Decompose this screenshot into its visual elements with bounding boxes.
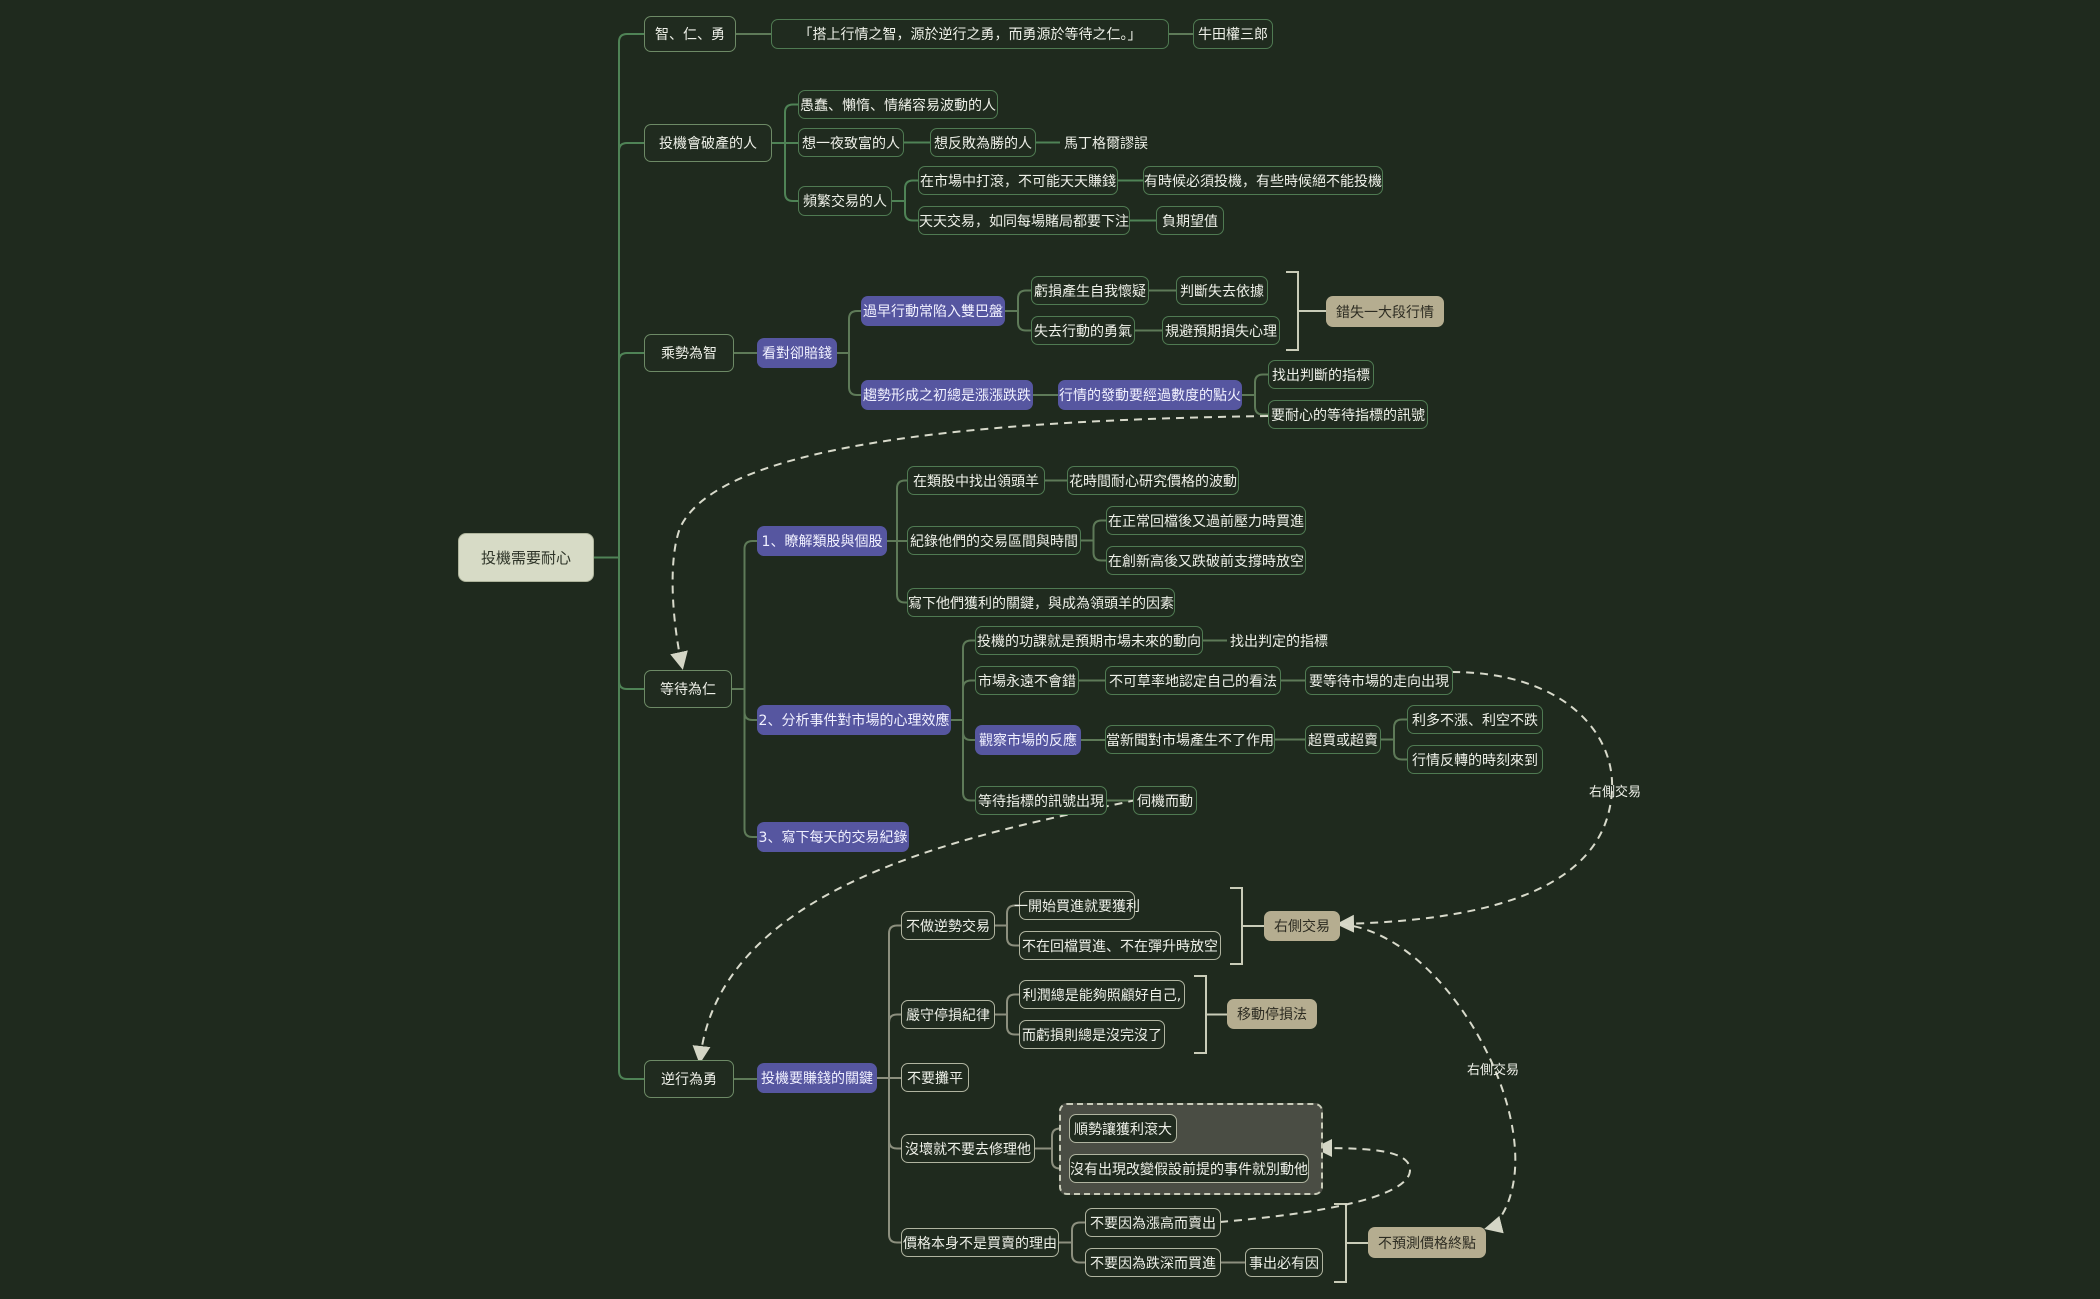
connector-line bbox=[1059, 1221, 1085, 1264]
subtopic-node[interactable]: 不要因為跌深而買進 bbox=[1085, 1248, 1221, 1277]
subtopic-node[interactable]: 虧損產生自我懷疑 bbox=[1031, 276, 1149, 305]
subtopic-node[interactable]: 想反敗為勝的人 bbox=[930, 128, 1036, 157]
highlight-node[interactable]: 觀察市場的反應 bbox=[975, 725, 1081, 755]
subtopic-node[interactable]: 價格本身不是買賣的理由 bbox=[901, 1228, 1059, 1257]
subtopic-node[interactable]: 伺機而動 bbox=[1133, 786, 1197, 815]
relation-opportunistic bbox=[692, 799, 1137, 1064]
connector-line bbox=[594, 33, 644, 1080]
subtopic-node[interactable]: 不要因為漲高而賣出 bbox=[1085, 1208, 1221, 1237]
connector-line bbox=[892, 179, 918, 222]
connector-line bbox=[1242, 373, 1268, 416]
subtopic-node[interactable]: 投機的功課就是預期市場未來的動向 bbox=[975, 626, 1203, 655]
highlight-node[interactable]: 1、瞭解類股與個股 bbox=[757, 526, 887, 556]
subtopic-node[interactable]: 行情反轉的時刻來到 bbox=[1407, 745, 1543, 774]
highlight-node[interactable]: 投機要賺錢的關鍵 bbox=[757, 1063, 877, 1093]
summary-bracket bbox=[1286, 271, 1326, 351]
subtopic-node[interactable]: 事出必有因 bbox=[1245, 1248, 1323, 1277]
topic-ride-momentum[interactable]: 乘勢為智 bbox=[644, 334, 734, 372]
connector-line bbox=[837, 310, 861, 396]
subtopic-node[interactable]: 天天交易，如同每場賭局都要下注 bbox=[918, 206, 1130, 235]
subtopic-node[interactable]: 等待指標的訊號出現 bbox=[975, 786, 1107, 815]
subtopic-node[interactable]: 愚蠢、懶惰、情緒容易波動的人 bbox=[798, 90, 998, 119]
subtopic-node[interactable]: 不可草率地認定自己的看法 bbox=[1105, 666, 1281, 695]
subtopic-node[interactable]: 失去行動的勇氣 bbox=[1031, 316, 1135, 345]
highlight-node[interactable]: 3、寫下每天的交易紀錄 bbox=[757, 822, 909, 852]
subtopic-node[interactable]: 花時間耐心研究價格的波動 bbox=[1067, 466, 1239, 495]
subtopic-node[interactable]: 有時候必須投機，有些時候絕不能投機 bbox=[1143, 166, 1383, 195]
summary-tag[interactable]: 錯失一大段行情 bbox=[1326, 296, 1444, 327]
topic-wisdom-virtue-courage[interactable]: 智、仁、勇 bbox=[644, 16, 736, 52]
relation-stay-put bbox=[1219, 1139, 1412, 1223]
subtopic-node[interactable]: 在類股中找出領頭羊 bbox=[907, 466, 1045, 495]
connector-line bbox=[732, 540, 757, 838]
quote-node[interactable]: 「搭上行情之智，源於逆行之勇，而勇源於等待之仁。」 bbox=[771, 19, 1169, 49]
connector-line bbox=[887, 479, 907, 604]
connector-line bbox=[1381, 718, 1407, 761]
subtopic-node[interactable]: 嚴守停損紀律 bbox=[901, 1000, 995, 1029]
subtopic-node[interactable]: 當新聞對市場產生不了作用 bbox=[1105, 725, 1275, 754]
subtopic-node[interactable]: 不做逆勢交易 bbox=[901, 911, 995, 940]
subtopic-node[interactable]: 規避預期損失心理 bbox=[1162, 316, 1280, 345]
connector-line bbox=[1081, 519, 1106, 562]
subtopic-node[interactable]: 不在回檔買進、不在彈升時放空 bbox=[1019, 931, 1221, 960]
summary-tag[interactable]: 右側交易 bbox=[1264, 911, 1340, 941]
subtopic-node[interactable]: 負期望值 bbox=[1156, 206, 1224, 235]
subtopic-node[interactable]: 超買或超賣 bbox=[1305, 725, 1381, 754]
subtopic-node[interactable]: 找出判斷的指標 bbox=[1268, 360, 1374, 389]
highlight-node[interactable]: 過早行動常陷入雙巴盤 bbox=[861, 296, 1005, 326]
subtopic-node[interactable]: 紀錄他們的交易區間與時間 bbox=[907, 526, 1081, 555]
subtopic-node[interactable]: 判斷失去依據 bbox=[1176, 276, 1268, 305]
connector-line bbox=[951, 639, 975, 802]
summary-tag[interactable]: 移動停損法 bbox=[1227, 999, 1317, 1029]
relation-label: 右側交易 bbox=[1588, 784, 1641, 800]
summary-bracket bbox=[1334, 1203, 1368, 1283]
highlight-node[interactable]: 2、分析事件對市場的心理效應 bbox=[757, 705, 951, 735]
root-topic[interactable]: 投機需要耐心 bbox=[458, 533, 594, 582]
subtopic-node[interactable]: 找出判定的指標 bbox=[1230, 633, 1328, 650]
subtopic-node[interactable]: 想一夜致富的人 bbox=[798, 128, 904, 157]
subtopic-node[interactable]: 寫下他們獲利的關鍵，與成為領頭羊的因素 bbox=[907, 588, 1175, 617]
subtopic-node[interactable]: 利多不漲、利空不跌 bbox=[1407, 705, 1543, 734]
subtopic-node[interactable]: 沒有出現改變假設前提的事件就別動他 bbox=[1069, 1154, 1309, 1183]
connector-line bbox=[877, 924, 901, 1244]
subtopic-node[interactable]: 利潤總是能夠照顧好自己, bbox=[1019, 980, 1185, 1009]
highlight-node[interactable]: 行情的發動要經過數度的點火 bbox=[1058, 380, 1242, 410]
subtopic-node[interactable]: 馬丁格爾謬誤 bbox=[1064, 135, 1148, 152]
subtopic-node[interactable]: 在正常回檔後又過前壓力時買進 bbox=[1106, 506, 1306, 535]
subtopic-node[interactable]: 要耐心的等待指標的訊號 bbox=[1268, 400, 1428, 429]
topic-courage-contrarian[interactable]: 逆行為勇 bbox=[644, 1060, 734, 1098]
subtopic-node[interactable]: 市場永遠不會錯 bbox=[975, 666, 1079, 695]
subtopic-node[interactable]: 頻繁交易的人 bbox=[798, 186, 892, 216]
subtopic-node[interactable]: 一開始買進就要獲利 bbox=[1014, 891, 1140, 920]
summary-bracket bbox=[1194, 975, 1227, 1054]
relation-right-side-1 bbox=[1336, 671, 1614, 933]
subtopic-node[interactable]: 在創新高後又跌破前支撐時放空 bbox=[1106, 546, 1306, 575]
subtopic-node[interactable]: 順勢讓獲利滾大 bbox=[1069, 1114, 1177, 1143]
highlight-node[interactable]: 趨勢形成之初總是漲漲跌跌 bbox=[861, 380, 1033, 410]
relation-wait-signal bbox=[670, 415, 1269, 670]
subtopic-node[interactable]: 沒壞就不要去修理他 bbox=[901, 1134, 1035, 1163]
subtopic-node[interactable]: 而虧損則總是沒完沒了 bbox=[1019, 1020, 1165, 1049]
summary-bracket bbox=[1230, 887, 1264, 965]
highlight-node[interactable]: 看對卻賠錢 bbox=[757, 338, 837, 368]
connector-line bbox=[772, 103, 798, 202]
connector-line bbox=[1005, 289, 1031, 332]
connector-line bbox=[995, 904, 1019, 947]
author-node[interactable]: 牛田權三郎 bbox=[1193, 19, 1273, 49]
subtopic-node[interactable]: 在市場中打滾，不可能天天賺錢 bbox=[918, 166, 1118, 195]
topic-patience[interactable]: 等待為仁 bbox=[644, 670, 732, 708]
relation-label: 右側交易 bbox=[1466, 1062, 1519, 1078]
connector-line bbox=[995, 993, 1019, 1036]
topic-bankrupt-speculators[interactable]: 投機會破產的人 bbox=[644, 124, 772, 162]
relation-right-side-2 bbox=[1339, 923, 1517, 1234]
subtopic-node[interactable]: 不要攤平 bbox=[901, 1063, 969, 1092]
subtopic-node[interactable]: 要等待市場的走向出現 bbox=[1305, 666, 1453, 695]
summary-tag[interactable]: 不預測價格終點 bbox=[1368, 1227, 1486, 1258]
